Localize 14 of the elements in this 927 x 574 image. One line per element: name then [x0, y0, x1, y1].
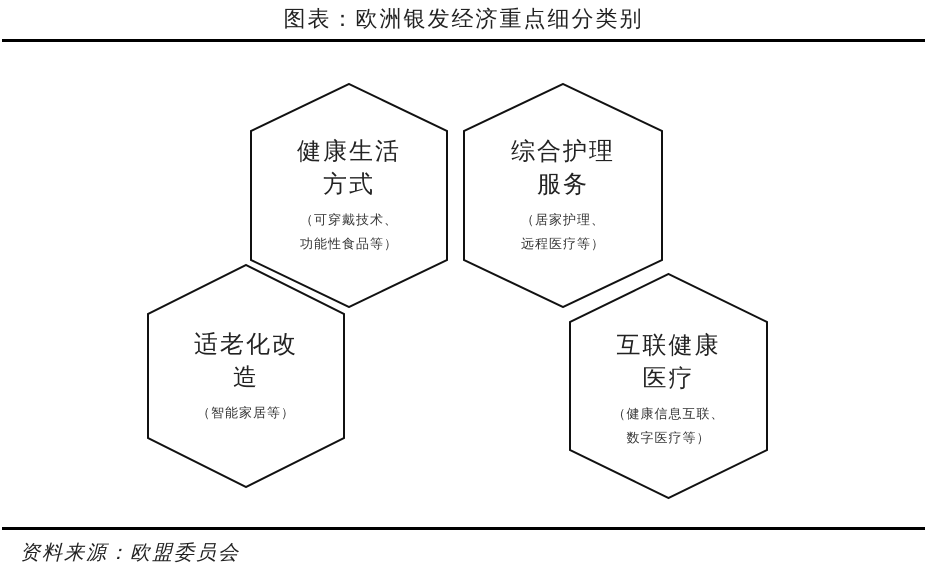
hexagon — [250, 83, 448, 308]
category-note: （居家护理、远程医疗等） — [520, 212, 606, 254]
category-note: （可穿戴技术、功能性食品等） — [299, 212, 399, 254]
hexagon — [569, 273, 768, 499]
category-title: 适老化改造 — [193, 329, 299, 393]
category-title: 互联健康医疗 — [616, 330, 722, 394]
chart-title: 图表：欧洲银发经济重点细分类别 — [284, 6, 644, 34]
hexagon — [147, 264, 345, 488]
category-title: 综合护理服务 — [510, 136, 616, 200]
category-note: （智能家居等） — [196, 405, 296, 423]
hexagon — [463, 83, 663, 308]
source-note: 资料来源：欧盟委员会 — [20, 539, 240, 566]
category-note: （健康信息互联、数字医疗等） — [612, 406, 726, 448]
category-title: 健康生活方式 — [296, 136, 402, 200]
